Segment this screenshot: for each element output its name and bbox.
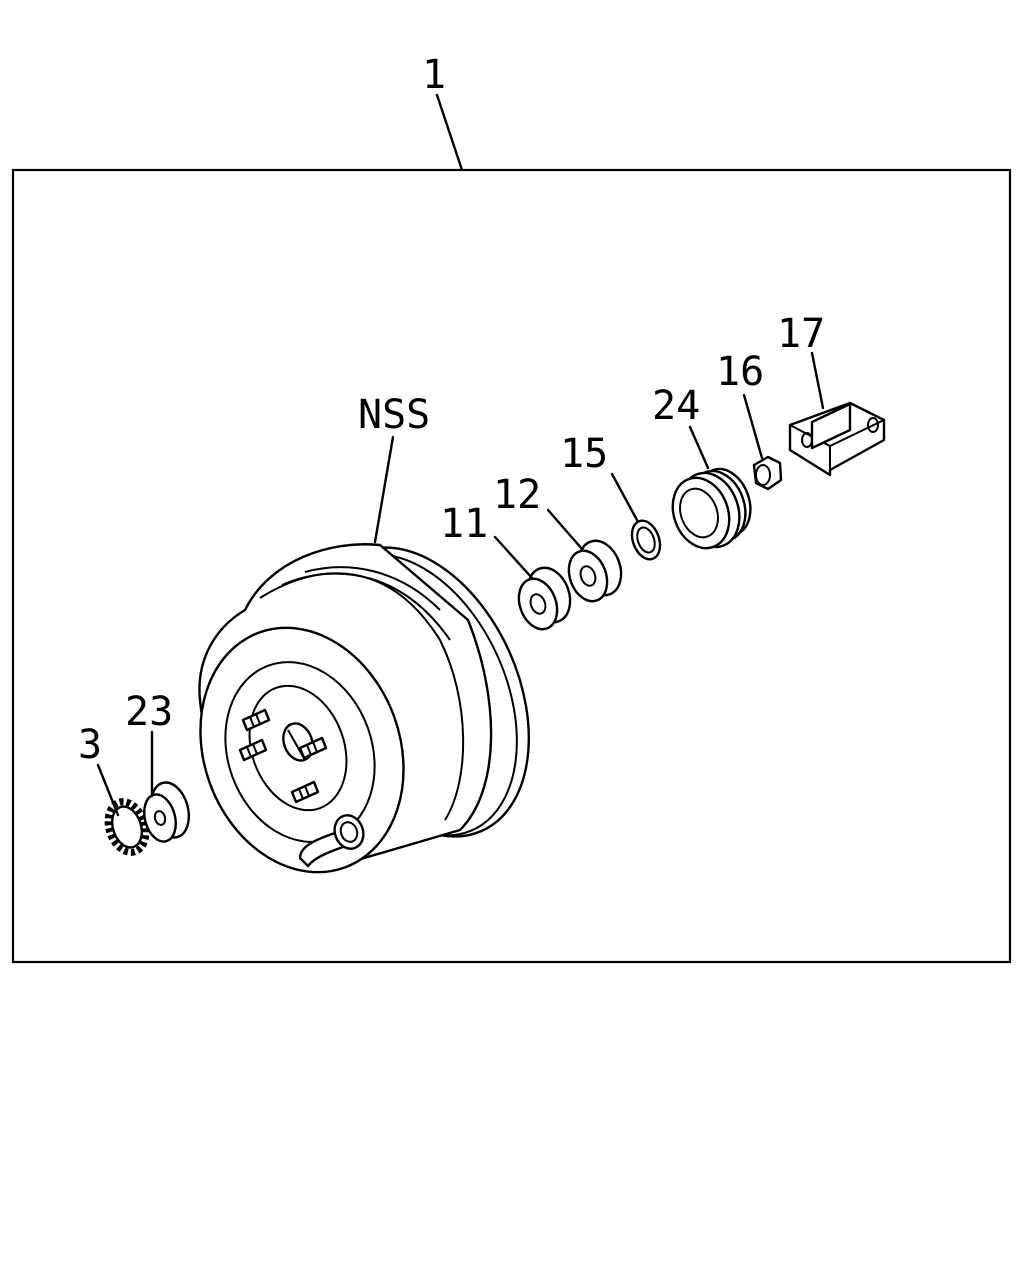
seal-12 [567,539,623,603]
seal-11 [517,566,572,631]
leader-line-17 [810,351,825,410]
callout-3-label: 3 [78,722,102,768]
grommet [143,781,191,843]
callout-1-label: 1 [422,52,446,98]
toothed-lock-washer [104,798,150,856]
leader-line-nss [373,435,395,544]
leader-line-16 [742,393,764,460]
leader-line-1 [435,93,464,172]
leader-line-24 [688,425,710,470]
brake-booster [198,543,530,874]
leader-line-12 [546,508,584,551]
leader-line-15 [610,472,639,522]
leader-line-11 [493,535,534,580]
callout-11-label: 11 [440,501,488,547]
callout-24-label: 24 [652,383,700,429]
clevis-yoke [788,401,886,477]
callout-12-label: 12 [493,472,541,518]
dust-boot [671,467,752,550]
callout-nss-label: NSS [358,392,430,438]
callout-16-label: 16 [716,349,764,395]
o-ring-15 [630,519,662,561]
callout-23-label: 23 [125,689,173,735]
mounting-studs [238,708,328,804]
callout-17-label: 17 [777,311,825,357]
leader-line-3 [96,763,120,817]
assembly-frame [11,168,1012,964]
hex-nut [752,455,783,491]
vacuum-fitting [298,814,365,868]
callout-15-label: 15 [560,431,608,477]
